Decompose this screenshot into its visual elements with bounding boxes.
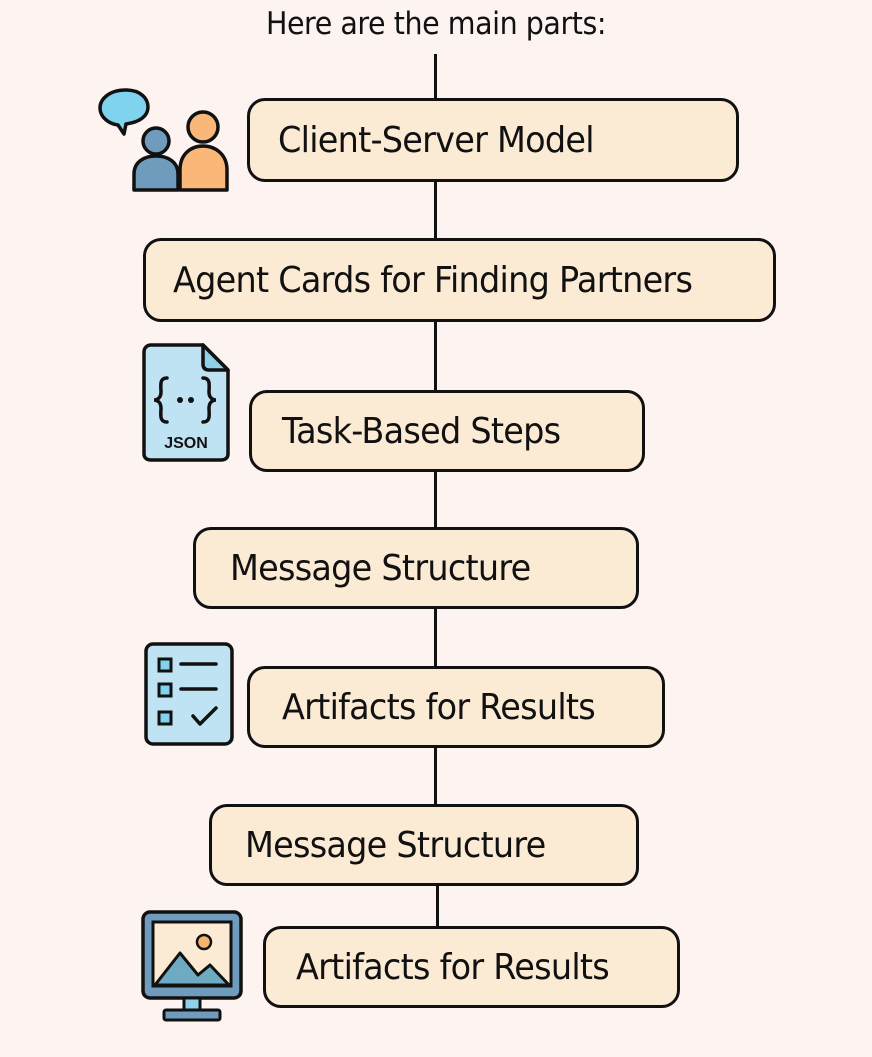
json-label: JSON bbox=[164, 435, 208, 452]
node-message-structure-2: Message Structure bbox=[209, 804, 639, 886]
connector-line bbox=[434, 470, 437, 530]
node-label: Message Structure bbox=[245, 824, 546, 866]
node-label: Artifacts for Results bbox=[282, 686, 596, 728]
node-label: Artifacts for Results bbox=[296, 946, 610, 988]
node-label: Task-Based Steps bbox=[282, 410, 561, 452]
node-client-server-model: Client-Server Model bbox=[247, 98, 739, 182]
node-artifacts-for-results-2: Artifacts for Results bbox=[263, 926, 680, 1008]
connector-line bbox=[434, 746, 437, 806]
node-agent-cards: Agent Cards for Finding Partners bbox=[143, 238, 776, 322]
people-chat-icon bbox=[98, 88, 229, 192]
connector-line bbox=[434, 608, 437, 670]
json-file-icon: JSON bbox=[142, 343, 230, 462]
checklist-icon bbox=[144, 642, 234, 746]
connector-line bbox=[436, 886, 439, 930]
node-label: Message Structure bbox=[230, 547, 531, 589]
node-message-structure: Message Structure bbox=[193, 527, 639, 609]
diagram-title: Here are the main parts: bbox=[265, 6, 606, 42]
connector-line bbox=[434, 320, 437, 392]
node-artifacts-for-results: Artifacts for Results bbox=[247, 666, 665, 748]
node-label: Client-Server Model bbox=[278, 119, 595, 161]
connector-line bbox=[434, 180, 437, 240]
connector-line bbox=[434, 54, 437, 100]
node-label: Agent Cards for Finding Partners bbox=[173, 259, 693, 301]
image-monitor-icon bbox=[141, 910, 243, 1022]
node-task-based-steps: Task-Based Steps bbox=[249, 390, 645, 472]
